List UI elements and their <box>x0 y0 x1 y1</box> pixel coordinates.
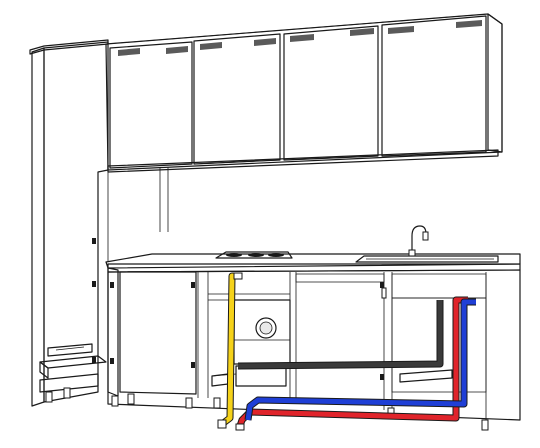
wall-cabinet-2[interactable] <box>193 33 281 165</box>
wall-cabinets <box>105 13 503 262</box>
gas-hob <box>215 251 293 259</box>
tall-cabinet-open-door <box>29 39 109 407</box>
countertop <box>105 253 521 273</box>
wall-cabinet-1[interactable] <box>109 41 193 169</box>
pipe-fittings <box>217 272 245 431</box>
sink-with-faucet <box>355 225 499 263</box>
drain-pipe <box>237 300 444 370</box>
dishwasher-panel[interactable] <box>119 271 197 395</box>
wall-cabinet-4[interactable] <box>381 15 487 157</box>
hot-water-pipe <box>236 296 468 428</box>
washing-machine-niche <box>211 299 291 387</box>
cold-water-pipe <box>244 298 476 421</box>
wall-cabinet-3[interactable] <box>283 25 379 161</box>
gas-pipe <box>219 272 236 427</box>
